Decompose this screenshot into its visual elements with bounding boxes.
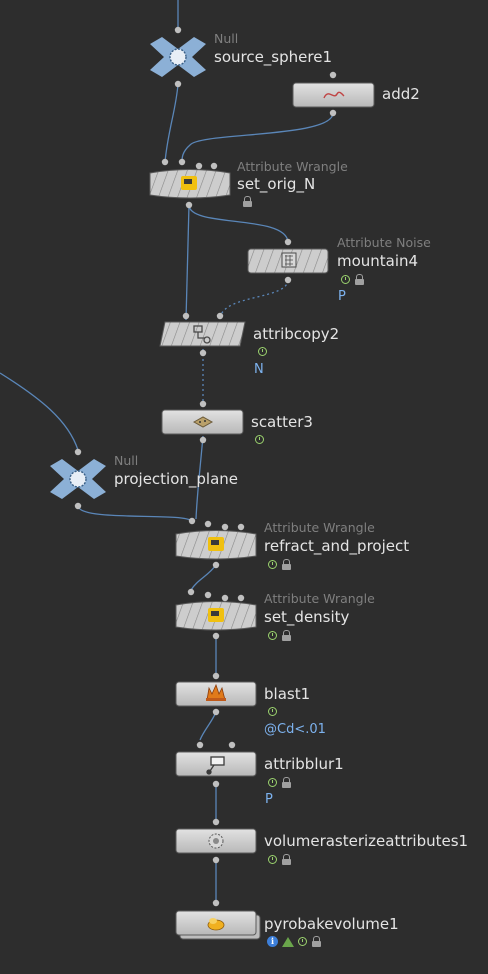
node-name-label[interactable]: source_sphere1 (214, 48, 332, 66)
node-name-label[interactable]: attribcopy2 (253, 325, 340, 343)
lock-icon[interactable] (242, 196, 252, 207)
lock-icon[interactable] (354, 274, 364, 285)
wire[interactable] (190, 564, 217, 591)
node-type-label: Attribute Wrangle (264, 520, 375, 535)
clock-icon[interactable] (298, 937, 307, 946)
node-flag-label: P (265, 792, 273, 807)
clock-icon[interactable] (268, 855, 277, 864)
pyro-icon (207, 918, 225, 931)
wire[interactable] (188, 204, 289, 243)
node-flag-label: @Cd<.01 (264, 722, 326, 737)
blast-icon (206, 683, 226, 701)
noise-icon (281, 252, 297, 268)
node-source-sphere1[interactable] (150, 26, 206, 88)
node-name-label[interactable]: mountain4 (337, 252, 419, 270)
curve-icon (323, 91, 345, 99)
node-blast1[interactable] (175, 672, 257, 716)
node-name-label[interactable]: pyrobakevolume1 (264, 915, 399, 933)
wrangle-icon (181, 176, 197, 190)
node-name-label[interactable]: blast1 (264, 685, 311, 703)
node-type-label: Null (214, 31, 239, 46)
node-pyrobakevolume1[interactable] (175, 899, 261, 940)
node-name-label[interactable]: add2 (382, 85, 420, 103)
clock-icon[interactable] (268, 631, 277, 640)
lock-icon[interactable] (311, 936, 321, 947)
node-name-label[interactable]: set_orig_N (237, 175, 316, 193)
node-name-label[interactable]: projection_plane (114, 470, 239, 488)
scatter-icon (192, 416, 214, 428)
node-name-label[interactable]: refract_and_project (264, 537, 410, 555)
node-type-label: Attribute Noise (337, 235, 431, 250)
wire[interactable] (219, 279, 289, 319)
lock-icon[interactable] (281, 630, 291, 641)
node-name-label[interactable]: attribblur1 (264, 755, 344, 773)
clock-icon[interactable] (268, 560, 277, 569)
node-projection-plane[interactable] (50, 448, 106, 510)
node-set-orig-N[interactable] (149, 158, 231, 209)
wire[interactable] (195, 435, 204, 520)
node-set-density[interactable] (175, 588, 257, 640)
node-flag-label: N (254, 362, 264, 377)
node-attribblur1[interactable] (175, 741, 257, 788)
clock-icon[interactable] (341, 275, 350, 284)
wrangle-icon (208, 537, 224, 551)
node-name-label[interactable]: set_density (264, 608, 350, 626)
wrangle-icon (208, 608, 224, 622)
volume-icon (208, 833, 224, 849)
clock-icon[interactable] (258, 347, 267, 356)
attribcopy-icon (193, 325, 211, 344)
node-type-label: Null (114, 453, 139, 468)
lock-icon[interactable] (281, 854, 291, 865)
info-icon[interactable]: i (267, 936, 278, 947)
wire[interactable] (185, 204, 190, 321)
node-scatter3[interactable] (161, 400, 244, 444)
wire[interactable] (164, 83, 179, 163)
node-attribcopy2[interactable] (159, 312, 246, 357)
clock-icon[interactable] (268, 778, 277, 787)
wire[interactable] (0, 372, 79, 451)
node-refract-and-project[interactable] (175, 517, 257, 569)
clock-icon[interactable] (268, 707, 277, 716)
lock-icon[interactable] (281, 559, 291, 570)
clock-icon[interactable] (255, 435, 264, 444)
node-mountain4[interactable] (247, 238, 329, 284)
wire[interactable] (77, 505, 193, 522)
node-name-label[interactable]: volumerasterizeattributes1 (264, 832, 469, 850)
wire[interactable] (199, 711, 217, 741)
node-volumerasterizeattributes1[interactable] (175, 818, 257, 864)
lock-icon[interactable] (281, 777, 291, 788)
node-flag-label: P (338, 289, 346, 304)
node-type-label: Attribute Wrangle (237, 159, 348, 174)
node-type-label: Attribute Wrangle (264, 591, 375, 606)
node-name-label[interactable]: scatter3 (251, 413, 313, 431)
attribblur-icon (206, 756, 225, 775)
warning-icon[interactable] (282, 936, 294, 947)
wire[interactable] (181, 112, 334, 163)
node-add2[interactable] (292, 71, 375, 117)
